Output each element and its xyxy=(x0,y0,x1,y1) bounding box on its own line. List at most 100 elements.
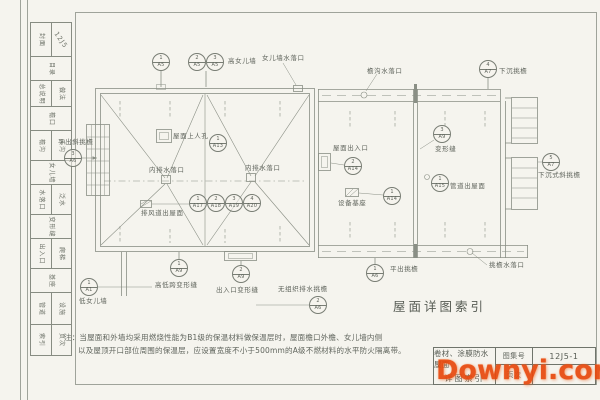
sidebar-tab: 檐口 xyxy=(31,107,71,131)
callout-page-number: A13 xyxy=(212,143,224,149)
callout-detail-number: 2 xyxy=(345,158,361,167)
sidebar-tab-label: 基座 xyxy=(48,273,55,288)
drawing-label: 低女儿墙 xyxy=(79,297,108,305)
callout-detail-number: 2 xyxy=(233,266,249,275)
sidebar-tab-label: 泛水 xyxy=(50,185,72,214)
callout-detail-number: 2 xyxy=(310,297,326,306)
sidebar-tab: 目录 xyxy=(31,57,71,81)
page-no-label: 页次 xyxy=(496,365,533,384)
callout-page-number: A9 xyxy=(438,134,446,140)
atlas-name: 卷材、涂膜防水屋面 xyxy=(434,349,489,369)
atlas-no-label: 图集号 xyxy=(496,348,533,365)
callout-page-number: A15 xyxy=(434,183,446,189)
drawing-label: 出入口变形缝 xyxy=(216,286,259,294)
right-roof-plan xyxy=(318,73,542,266)
callout-detail-number: 1 xyxy=(190,195,206,204)
sidebar-tab-label: 设施 xyxy=(50,293,72,324)
callout-detail-number: 1 xyxy=(367,265,383,274)
title-block-name: 卷材、涂膜防水屋面 详图索引 xyxy=(434,348,496,384)
watermark: Downyi.com xyxy=(436,355,600,386)
note-line1: 注：当屋面和外墙均采用燃烧性能为B1级的保温材料做保温层时，屋面檐口外檐、女儿墙… xyxy=(64,333,383,342)
drawing-label: 变形缝 xyxy=(435,145,457,153)
callout-page-number: A18 xyxy=(210,203,222,209)
drawing-label: 平出斜挑檐 xyxy=(58,138,94,146)
callout-page-number: A1 xyxy=(85,287,93,293)
sidebar-tab: 管道设施 xyxy=(31,293,71,325)
callout-detail-number: 3 xyxy=(434,126,450,135)
sidebar-tab: 变形缝 xyxy=(31,215,71,239)
callout-detail-number: 4 xyxy=(244,195,260,204)
left-roof-plan xyxy=(82,62,315,306)
sidebar-tab-label: 天沟 xyxy=(50,131,72,160)
sidebar-tab: 封面 12J5 xyxy=(31,23,71,57)
drawing-label: 无组织排水挑檐 xyxy=(278,285,328,293)
callout-page-number: A5 xyxy=(157,62,165,68)
callout-page-number: A19 xyxy=(228,203,240,209)
sidebar-tab: 索引页次 xyxy=(31,325,71,355)
drawing-label: 高低跨变形缝 xyxy=(155,281,198,289)
drawing-label: 屋面上人孔 xyxy=(173,132,209,140)
sheet-name: 详图索引 xyxy=(444,374,485,383)
callout-page-number: A6 xyxy=(371,273,379,279)
sidebar-tab-label: 檐口 xyxy=(48,111,55,126)
sidebar-tab-label: 封面 xyxy=(37,32,45,47)
drawing-label: 排风道出屋面 xyxy=(141,209,184,217)
drawing-label: 下沉式斜挑檐 xyxy=(538,171,581,179)
sidebar-tab: 水落口泛水 xyxy=(31,185,71,215)
drawing-label: 平出挑檐 xyxy=(390,265,419,273)
callout-detail-number: 1 xyxy=(432,175,448,184)
sidebar-tab-label: 索引 xyxy=(37,332,45,348)
callout-detail-number: 1 xyxy=(210,135,226,144)
sidebar-tab-label: 总说明 xyxy=(37,82,45,105)
sidebar-tab-label: 变形缝 xyxy=(48,215,55,238)
sidebar-tab-label: 管道 xyxy=(37,301,45,316)
callout-page-number: A17 xyxy=(192,203,204,209)
sidebar-tab: 檐沟天沟 xyxy=(31,131,71,161)
callout-page-number: A20 xyxy=(246,203,258,209)
callout-detail-number: 1 xyxy=(81,279,97,288)
sidebar-tab: 基座 xyxy=(31,269,71,293)
callout-page-number: A5 xyxy=(193,62,201,68)
callout-detail-number: 5 xyxy=(543,154,559,163)
callout-page-number: A14 xyxy=(386,196,398,202)
note-line2: 以及屋顶开口部位周围的保温层，应设置宽度不小于500mm的A级不燃材料的水平防火… xyxy=(78,346,406,355)
sidebar-tab: 出入口爬梯 xyxy=(31,239,71,269)
drawing-label: 女儿墙水落口 xyxy=(262,54,305,62)
callout-page-number: A7 xyxy=(547,162,555,168)
callout-detail-number: 1 xyxy=(384,188,400,197)
sidebar-tab-label: 页次 xyxy=(50,325,72,355)
callout-page-number: A14 xyxy=(347,166,359,172)
drawing-label: 檐沟水落口 xyxy=(367,67,403,75)
drawing-label: 设备基座 xyxy=(338,199,367,207)
sidebar-tab-label: 12J5 xyxy=(50,23,72,56)
drawing-label: 内排水落口 xyxy=(245,164,281,172)
callout-detail-number: 2 xyxy=(208,195,224,204)
note: 注：当屋面和外墙均采用燃烧性能为B1级的保温材料做保温层时，屋面檐口外檐、女儿墙… xyxy=(64,331,406,357)
callout-page-number: A5 xyxy=(211,62,219,68)
callout-page-number: A6 xyxy=(314,305,322,311)
callout-detail-number: 3 xyxy=(65,150,81,159)
drawing-label: 内排水落口 xyxy=(149,166,185,174)
page-frame xyxy=(20,0,597,400)
callout-page-number: A6 xyxy=(69,158,77,164)
drawing-label: 管道出屋面 xyxy=(450,182,486,190)
title-block: 卷材、涂膜防水屋面 详图索引 图集号 12J5-1 页次 xyxy=(433,347,596,385)
sidebar-tab-label: 爬梯 xyxy=(50,239,72,268)
